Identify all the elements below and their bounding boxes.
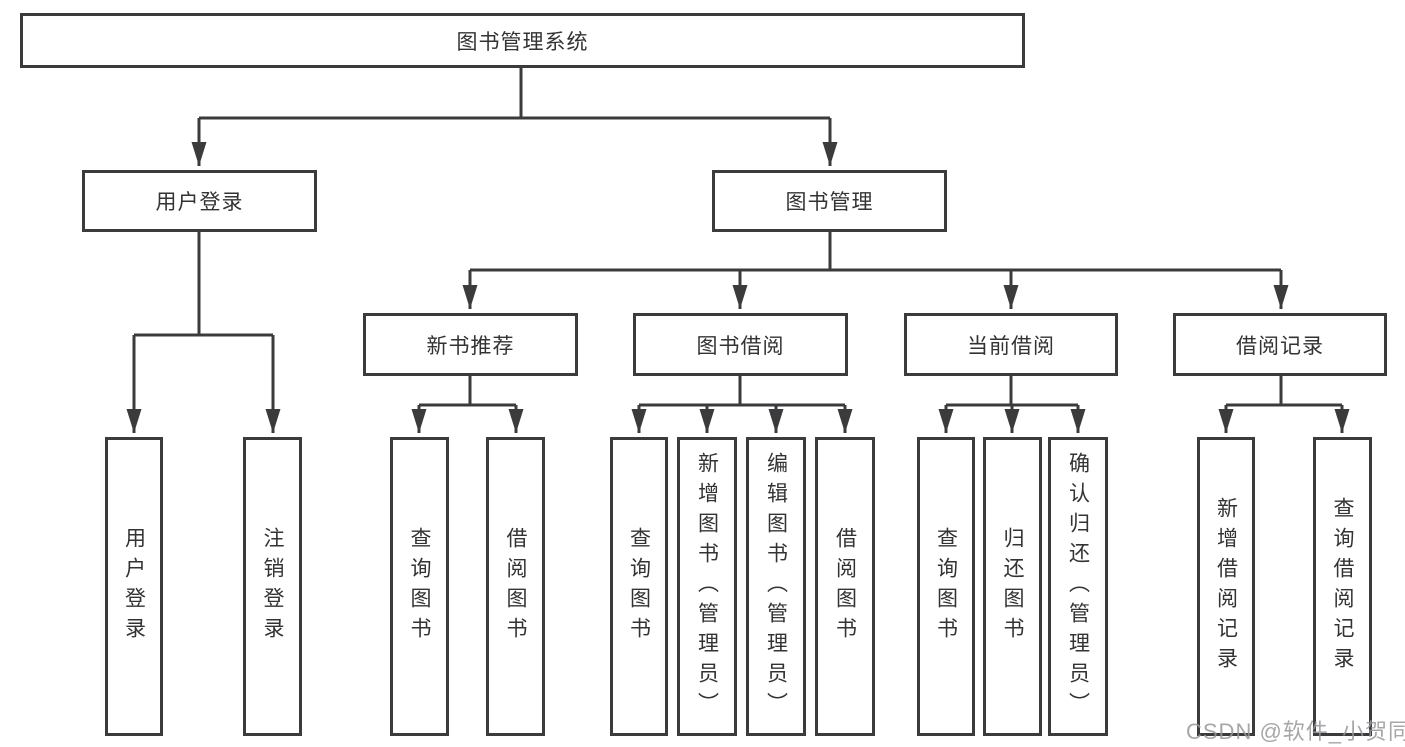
leaf-logout: 注销登录 (243, 437, 302, 736)
leaf-add-book-admin-label: 新增图书（管理员） (695, 451, 719, 722)
leaf-confirm-return-admin-label: 确认归还（管理员） (1066, 451, 1090, 722)
leaf-query-books-2-label: 查询图书 (627, 526, 651, 647)
leaf-add-borrow-record-label: 新增借阅记录 (1214, 496, 1238, 677)
leaf-edit-book-admin: 编辑图书（管理员） (746, 437, 806, 736)
leaf-logout-label: 注销登录 (261, 526, 284, 647)
leaf-borrow-books-1: 借阅图书 (486, 437, 545, 736)
leaf-confirm-return-admin: 确认归还（管理员） (1048, 437, 1108, 736)
node-book-borrow: 图书借阅 (633, 313, 848, 376)
csdn-watermark: CSDN @软件_小贺同学 (1186, 719, 1405, 744)
node-borrow-records-label: 借阅记录 (1236, 334, 1324, 358)
connector-current-branch (946, 376, 1078, 407)
connector-management-branch (470, 232, 1281, 272)
connector-records-branch (1226, 376, 1342, 407)
leaf-return-book-label: 归还图书 (1001, 526, 1024, 647)
leaf-query-borrow-record: 查询借阅记录 (1313, 437, 1372, 736)
node-book-management-label: 图书管理 (785, 191, 874, 214)
node-root-label: 图书管理系统 (456, 30, 589, 54)
connector-login-branch (134, 232, 273, 337)
leaf-return-book: 归还图书 (983, 437, 1042, 736)
leaf-user-login-label: 用户登录 (122, 526, 146, 647)
node-root: 图书管理系统 (20, 13, 1025, 68)
connector-recommend-branch (419, 376, 516, 407)
connector-root-branch (199, 68, 830, 120)
leaf-query-books-3-label: 查询图书 (934, 526, 958, 647)
leaf-edit-book-admin-label: 编辑图书（管理员） (764, 451, 788, 722)
leaf-user-login: 用户登录 (105, 437, 163, 736)
leaf-borrow-books-2-label: 借阅图书 (833, 526, 857, 647)
node-user-login-label: 用户登录 (155, 191, 244, 214)
leaf-add-book-admin: 新增图书（管理员） (677, 437, 737, 736)
node-current-borrow-label: 当前借阅 (967, 334, 1055, 358)
node-current-borrow: 当前借阅 (904, 313, 1118, 376)
node-new-book-recommend-label: 新书推荐 (426, 334, 515, 358)
node-book-borrow-label: 图书借阅 (696, 334, 785, 358)
leaf-add-borrow-record: 新增借阅记录 (1197, 437, 1255, 736)
leaf-query-books-1-label: 查询图书 (408, 526, 431, 647)
leaf-query-borrow-record-label: 查询借阅记录 (1331, 496, 1354, 677)
node-borrow-records: 借阅记录 (1173, 313, 1387, 376)
node-new-book-recommend: 新书推荐 (363, 313, 578, 376)
connector-borrow-branch (639, 376, 845, 407)
leaf-query-books-1: 查询图书 (390, 437, 449, 736)
leaf-query-books-3: 查询图书 (917, 437, 975, 736)
node-user-login: 用户登录 (82, 170, 317, 232)
leaf-query-books-2: 查询图书 (610, 437, 668, 736)
leaf-borrow-books-2: 借阅图书 (815, 437, 875, 736)
leaf-borrow-books-1-label: 借阅图书 (504, 526, 527, 647)
node-book-management: 图书管理 (712, 170, 947, 232)
